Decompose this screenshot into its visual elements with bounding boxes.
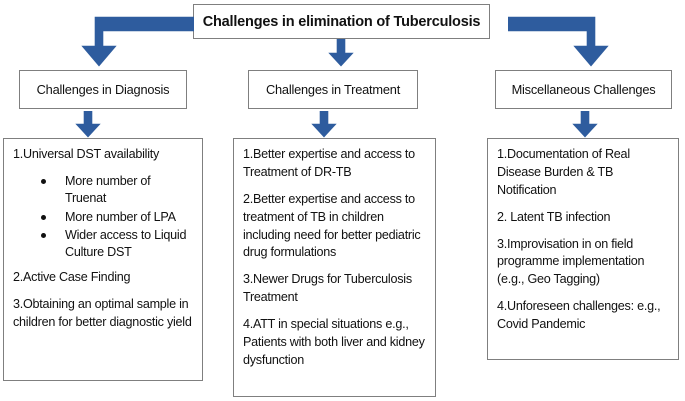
content-box-treatment: 1.Better expertise and access to Treatme… <box>233 138 436 397</box>
header-label-diagnosis: Challenges in Diagnosis <box>36 82 170 97</box>
bullet-dot-icon <box>41 214 46 220</box>
title-label: Challenges in elimination of Tuberculosi… <box>202 13 481 30</box>
content-item: 2. Latent TB infection <box>497 209 611 224</box>
arrow-down-center-top <box>326 39 356 67</box>
content-item: 4.ATT in special situations e.g., Patien… <box>243 317 425 367</box>
bullet-label: More number of Truenat <box>65 173 151 206</box>
list-item: More number of LPA <box>13 209 193 226</box>
content-item: 2.Better expertise and access to treatme… <box>243 191 421 260</box>
header-box-diagnosis[interactable]: Challenges in Diagnosis <box>19 70 187 109</box>
bullet-label: Wider access to Liquid Culture DST <box>65 228 187 260</box>
header-label-miscellaneous: Miscellaneous Challenges <box>511 82 656 97</box>
header-box-treatment[interactable]: Challenges in Treatment <box>248 70 418 109</box>
elbow-arrow-left-down <box>72 14 194 68</box>
title-box: Challenges in elimination of Tuberculosi… <box>193 4 490 39</box>
list-item: Wider access to Liquid Culture DST <box>13 227 193 262</box>
header-box-miscellaneous[interactable]: Miscellaneous Challenges <box>495 70 672 109</box>
arrow-down-col1 <box>74 111 102 138</box>
content-item: 1.Universal DST availability <box>13 147 160 161</box>
content-item: 3.Obtaining an optimal sample in childre… <box>13 296 192 329</box>
content-item: 2.Active Case Finding <box>13 269 131 284</box>
arrow-down-col2 <box>310 111 338 138</box>
content-item: 1.Better expertise and access to Treatme… <box>243 147 415 179</box>
arrow-down-col3 <box>571 111 599 138</box>
bullet-dot-icon <box>41 233 46 238</box>
content-box-diagnosis: 1.Universal DST availability More number… <box>3 138 203 381</box>
bullet-dot-icon <box>41 178 46 184</box>
content-item: 4.Unforeseen challenges: e.g., Covid Pan… <box>497 299 661 331</box>
content-item: 1.Documentation of Real Disease Burden &… <box>497 147 630 197</box>
list-item: More number of Truenat <box>13 173 193 208</box>
bullet-list-diagnosis: More number of Truenat More number of LP… <box>13 173 193 262</box>
content-item: 3.Newer Drugs for Tuberculosis Treatment <box>243 272 412 305</box>
content-item: 3.Improvisation in on field programme im… <box>497 236 645 287</box>
content-box-miscellaneous: 1.Documentation of Real Disease Burden &… <box>487 138 679 360</box>
bullet-label: More number of LPA <box>65 209 176 224</box>
elbow-arrow-right-down <box>508 14 620 68</box>
header-label-treatment: Challenges in Treatment <box>265 82 401 97</box>
